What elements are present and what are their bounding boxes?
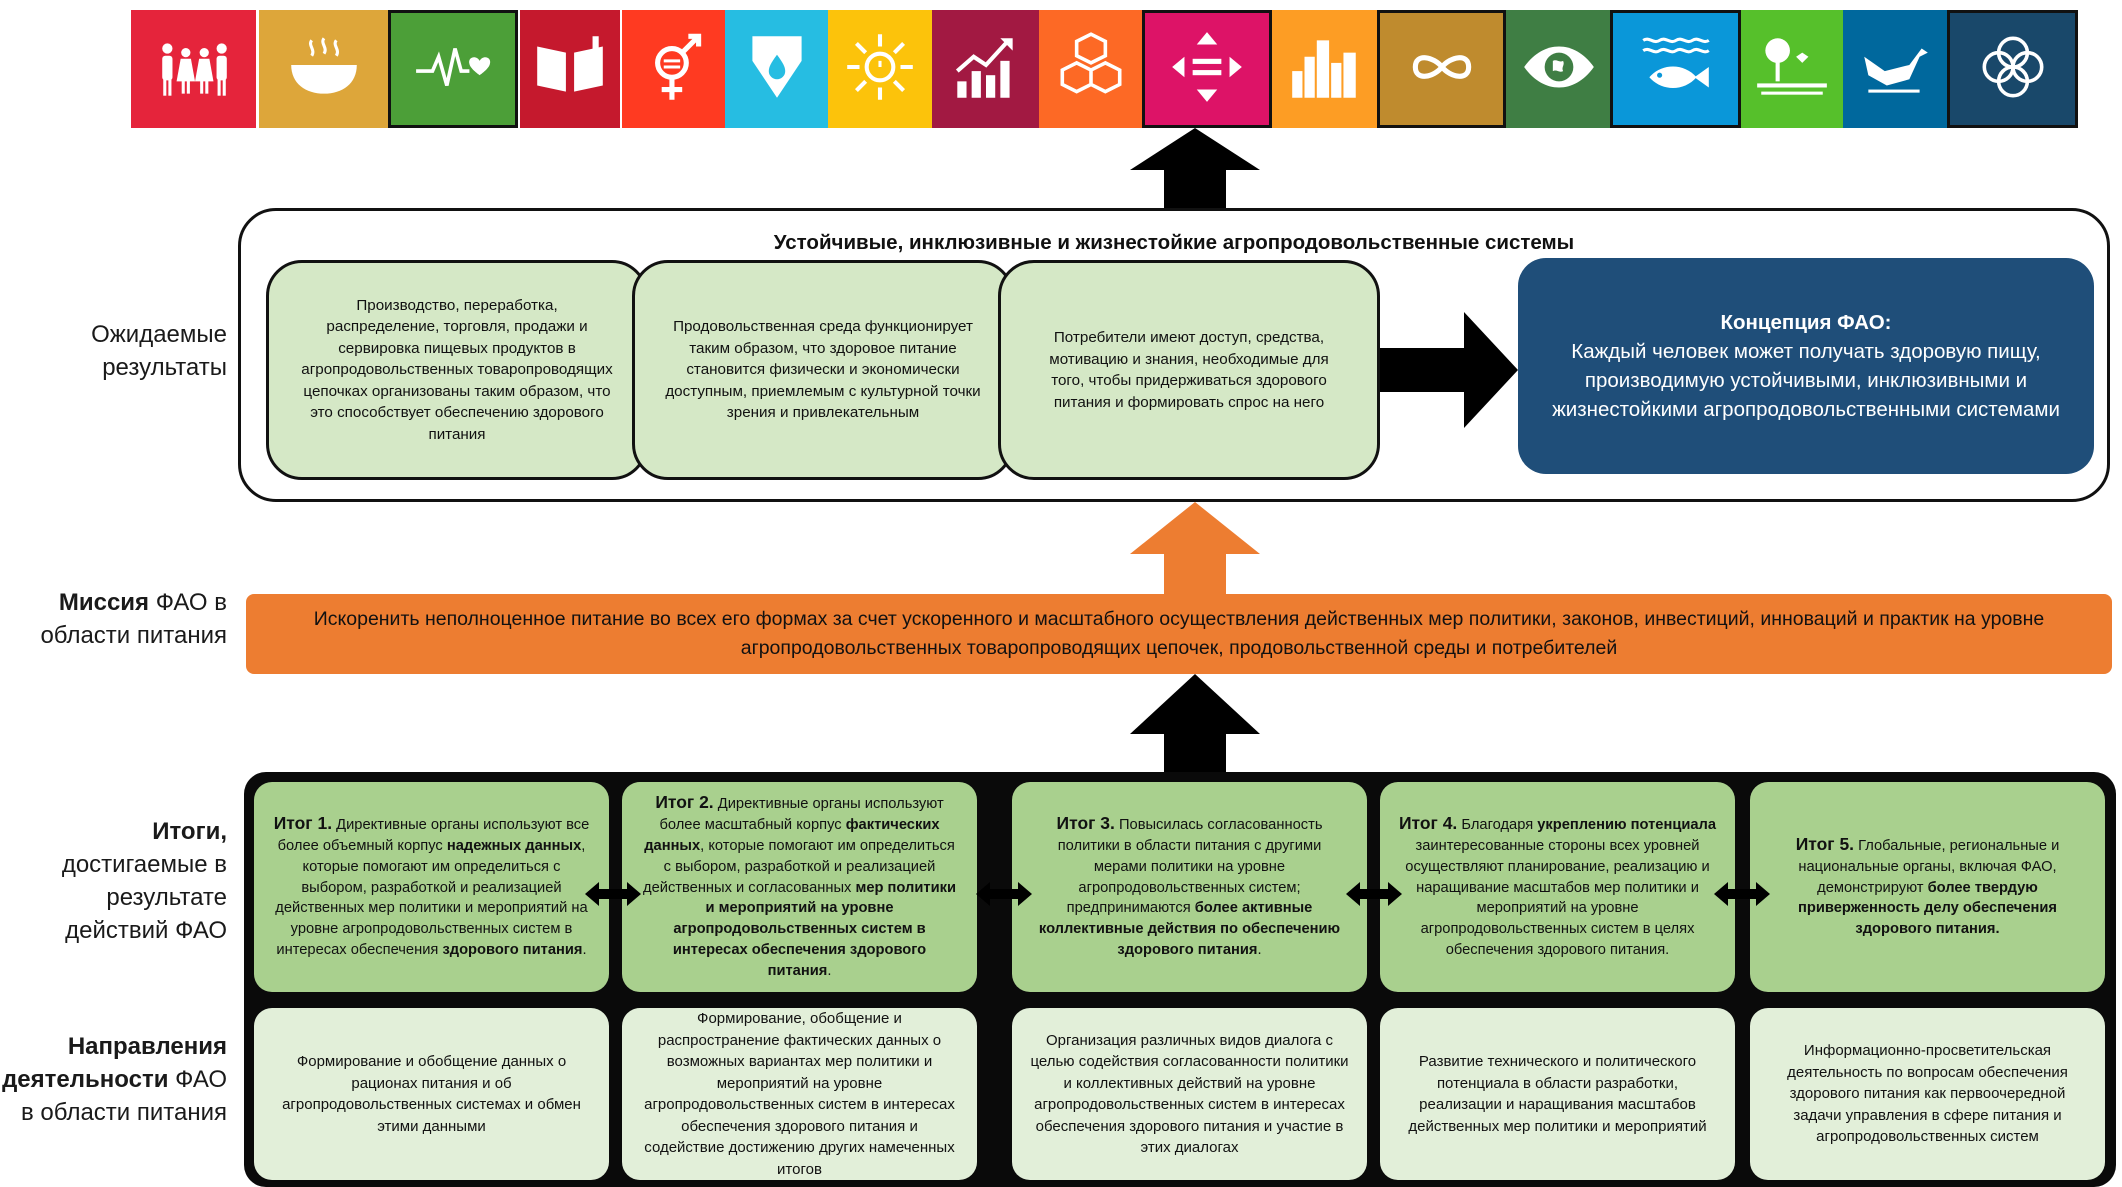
double-arrow-4-5 (1714, 882, 1770, 906)
double-arrow-3-4 (1346, 882, 1402, 906)
arrow-up-to-goals (1130, 128, 1260, 208)
sdg-tile-2 (259, 10, 388, 128)
activity-box-1: Формирование и обобщение данных о рацион… (254, 1008, 609, 1180)
outcome-box-food-environment: Продовольственная среда функционирует та… (632, 260, 1014, 480)
label-expected-results: Ожидаемые результаты (91, 321, 227, 381)
eye-earth-icon (1518, 26, 1600, 113)
result-box-2: Итог 2. Директивные органы используют бо… (622, 782, 977, 992)
mission-band: Искоренить неполноценное питание во всех… (246, 594, 2112, 674)
arrow-up-from-results (1130, 674, 1260, 772)
label-mission: Миссия ФАО в области питания (40, 589, 227, 649)
label-results: Итоги, достигаемые в результате действий… (61, 818, 227, 944)
heartbeat-icon (412, 26, 494, 113)
double-arrow-2-3 (976, 882, 1032, 906)
sdg-tile-10 (1142, 10, 1272, 128)
vision-title: Концепция ФАО: (1720, 311, 1892, 334)
sdg-tile-4 (520, 10, 620, 128)
sdg-tile-11 (1272, 10, 1377, 128)
activity-box-3: Организация различных видов диалога с це… (1012, 1008, 1367, 1180)
sdg-tile-14 (1610, 10, 1741, 128)
sdg-tile-9 (1039, 10, 1143, 128)
activity-box-4: Развитие технического и политического по… (1380, 1008, 1735, 1180)
cubes-icon (1050, 26, 1132, 113)
family-icon (153, 26, 235, 113)
city-icon (1284, 26, 1366, 113)
outcome-box-production: Производство, переработка, распределение… (266, 260, 648, 480)
infinity-icon (1401, 26, 1483, 113)
growth-chart-icon (945, 26, 1027, 113)
sun-icon (839, 26, 921, 113)
partnership-flower-icon (1972, 26, 2054, 113)
result-box-1: Итог 1. Директивные органы используют вс… (254, 782, 609, 992)
outcome-box-consumers: Потребители имеют доступ, средства, моти… (998, 260, 1380, 480)
tree-icon (1751, 26, 1833, 113)
result-box-3: Итог 3. Повысилась согласованность полит… (1012, 782, 1367, 992)
arrow-right-to-vision (1380, 312, 1518, 428)
sdg-tile-8 (932, 10, 1039, 128)
vision-text-1: Каждый человек может получать здоровую п… (1571, 340, 2041, 363)
sdg-tile-5 (622, 10, 725, 128)
dove-icon (1854, 26, 1936, 113)
sdg-tile-3 (388, 10, 518, 128)
book-icon (529, 26, 611, 113)
bowl-icon (283, 26, 365, 113)
sdg-tile-16 (1843, 10, 1947, 128)
sdg-tile-15 (1741, 10, 1843, 128)
outcomes-title: Устойчивые, инклюзивные и жизнестойкие а… (773, 231, 1575, 254)
activity-box-5: Информационно-просветительская деятельно… (1750, 1008, 2105, 1180)
equality-arrows-icon (1166, 26, 1248, 113)
vision-text-2: производимую устойчивыми, инклюзивными и… (1552, 369, 2060, 421)
arrow-up-orange (1130, 502, 1260, 594)
gender-equality-icon (633, 26, 715, 113)
label-directions: Направления деятельности ФАО в области п… (2, 1033, 227, 1126)
fish-icon (1635, 26, 1717, 113)
sdg-tile-12 (1377, 10, 1506, 128)
sdg-tile-6 (725, 10, 828, 128)
result-box-4: Итог 4. Благодаря укреплению потенциала … (1380, 782, 1735, 992)
sdg-tile-17 (1947, 10, 2078, 128)
double-arrow-1-2 (585, 882, 641, 906)
mission-text: Искоренить неполноценное питание во всех… (313, 608, 2045, 659)
sdg-tile-13 (1506, 10, 1611, 128)
sdg-tile-1 (131, 10, 256, 128)
water-drop-icon (736, 26, 818, 113)
activity-box-2: Формирование, обобщение и распространени… (622, 1008, 977, 1180)
fao-vision-box: Концепция ФАО: Каждый человек может полу… (1518, 258, 2094, 474)
sdg-tile-7 (828, 10, 932, 128)
result-box-5: Итог 5. Глобальные, региональные и нацио… (1750, 782, 2105, 992)
